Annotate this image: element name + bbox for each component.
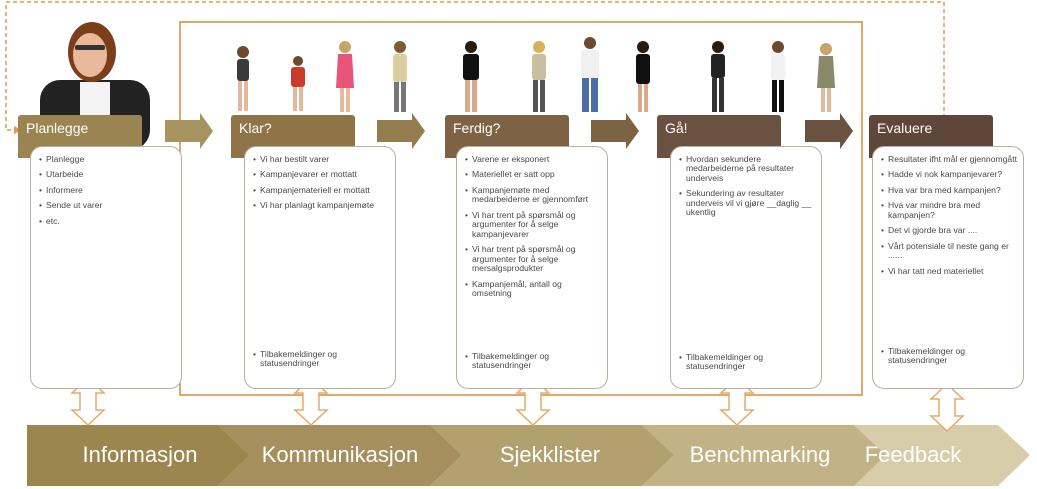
list-item-footer: Tilbakemeldinger og statusendringer [679, 352, 815, 372]
list-item: Varene er eksponert [465, 154, 601, 165]
list-item: Vårt potensiale til neste gang er ...... [881, 241, 1017, 261]
arrow-3 [591, 113, 639, 149]
list-item: Informere [39, 185, 175, 196]
person-figure-3 [334, 40, 356, 119]
list-item-footer: Tilbakemeldinger og statusendringer [253, 349, 389, 369]
list-item: Vi har trent på spørsmål og argumenter f… [465, 210, 601, 239]
list-item: Hva var mindre bra med kampanjen? [881, 201, 1017, 220]
person-figure-1 [232, 45, 254, 118]
arrow-2 [377, 113, 425, 149]
list-item: Kampanjemateriell er mottatt [253, 185, 389, 196]
person-figure-4 [388, 40, 412, 119]
list-item: Hva var bra med kampanjen? [881, 185, 1017, 196]
list-item: Sende ut varer [39, 200, 175, 211]
list-item: Materiellet er satt opp [465, 169, 601, 180]
list-item: Vi har tatt ned materiellet [881, 266, 1017, 277]
phase-arrows [165, 113, 853, 149]
person-figure-7 [575, 36, 605, 119]
list-item: Planlegge [39, 154, 175, 165]
banner-label-feedback: Feedback [864, 442, 962, 467]
list-item: Resultater ifht mål er gjennomgått [881, 154, 1017, 165]
banner-label-benchmarking: Benchmarking [689, 442, 831, 467]
person-figure-8 [632, 40, 654, 119]
feedback-loop-dashed-line [5, 1, 945, 131]
list-item: Kampanjemål, antall og omsetning [465, 279, 601, 299]
phase-panel-ferdig: Varene er eksponert Materiellet er satt … [456, 146, 608, 389]
list-item: Sekundering av resultater underveis vil … [679, 189, 815, 217]
list-item: Kampanjemøte med medarbeiderne er gjenno… [465, 185, 601, 205]
phase-panel-ga: Hvordan sekundere medarbeiderne på resul… [670, 146, 822, 389]
banner-label-informasjon: Informasjon [82, 442, 198, 467]
list-item: Kampanjevarer er mottatt [253, 169, 389, 180]
banner-label-sjekklister: Sjekklister [499, 442, 601, 467]
list-item: Utarbeide [39, 169, 175, 180]
list-item-footer: Tilbakemeldinger og statusendringer [881, 346, 1017, 366]
list-item-footer: Tilbakemeldinger og statusendringer [465, 351, 601, 371]
list-item: etc. [39, 216, 175, 227]
list-item: Vi har trent på spørsmål og argumenter f… [465, 244, 601, 273]
banner-label-kommunikasjon: Kommunikasjon [261, 442, 419, 467]
arrow-1 [165, 113, 213, 149]
phase-panel-klar: Vi har bestilt varer Kampanjevarer er mo… [244, 146, 396, 389]
person-figure-10 [765, 40, 791, 119]
arrow-4 [805, 113, 853, 149]
person-figure-11 [815, 42, 837, 119]
person-figure-5 [458, 40, 484, 119]
list-item: Vi har bestilt varer [253, 154, 389, 165]
list-item: Vi har planlagt kampanjemøte [253, 200, 389, 211]
phase-panel-evaluere: Resultater ifht mål er gjennomgått Hadde… [872, 146, 1024, 389]
list-item: Det vi gjorde bra var .... [881, 225, 1017, 236]
list-item: Hvordan sekundere medarbeiderne på resul… [679, 154, 815, 183]
bottom-banner [27, 425, 1030, 486]
double-arrows [70, 376, 965, 433]
phase-panel-planlegge: Planlegge Utarbeide Informere Sende ut v… [30, 146, 182, 389]
person-figure-9 [705, 40, 731, 119]
person-figure-6 [528, 40, 550, 119]
person-figure-2 [287, 55, 309, 118]
list-item: Hadde vi nok kampanjevarer? [881, 169, 1017, 180]
